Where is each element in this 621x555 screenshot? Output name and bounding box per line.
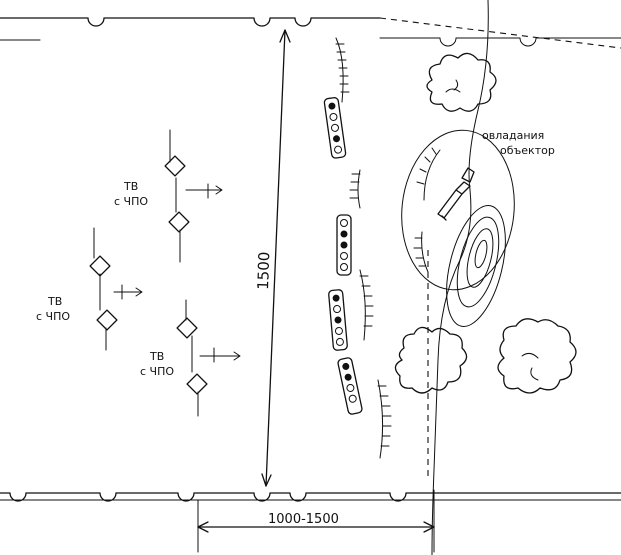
objective-label-2: объектор (500, 144, 555, 157)
forests (394, 52, 577, 394)
unit-group-a: ТВ с ЧПО (114, 129, 223, 263)
trench-hatch-icon (416, 147, 441, 201)
depth-dimension: 1500 (254, 29, 291, 487)
trench-hatch-icon (359, 269, 374, 341)
unit-diamond-icon (89, 255, 111, 277)
unit-diamond-icon (186, 373, 208, 395)
unit-group-b: ТВ с ЧПО (36, 227, 143, 351)
depth-label: 1500 (254, 251, 273, 290)
trench-hatch-icon (349, 169, 361, 209)
svg-text:с ЧПО: с ЧПО (36, 310, 70, 323)
trench-lines (335, 37, 441, 459)
road-line (427, 0, 489, 555)
objective-area: овладания объектор (401, 129, 555, 327)
forest-cloud-icon (426, 52, 497, 112)
objective-label-1: овладания (482, 129, 544, 142)
unit-diamond-icon (176, 317, 198, 339)
vehicle-columns (323, 97, 363, 415)
unit-diamond-icon (164, 155, 186, 177)
unit-diamond-icon (96, 309, 118, 331)
trench-hatch-icon (413, 231, 429, 273)
svg-text:с ЧПО: с ЧПО (140, 365, 174, 378)
trench-hatch-icon (377, 379, 392, 459)
unit-group-c: ТВ с ЧПО (140, 299, 241, 417)
width-dimension: 1000-1500 (197, 489, 435, 553)
forest-cloud-icon (394, 326, 468, 394)
unit-diamond-icon (168, 211, 190, 233)
forest-cloud-icon (497, 318, 577, 394)
bottom-boundary (0, 492, 621, 502)
svg-text:ТВ: ТВ (47, 295, 62, 308)
svg-text:ТВ: ТВ (123, 180, 138, 193)
svg-text:с ЧПО: с ЧПО (114, 195, 148, 208)
svg-text:ТВ: ТВ (149, 350, 164, 363)
width-label: 1000-1500 (268, 512, 339, 527)
hill-contour-icon (446, 205, 506, 327)
trench-hatch-icon (335, 37, 350, 103)
top-boundary (0, 17, 621, 49)
